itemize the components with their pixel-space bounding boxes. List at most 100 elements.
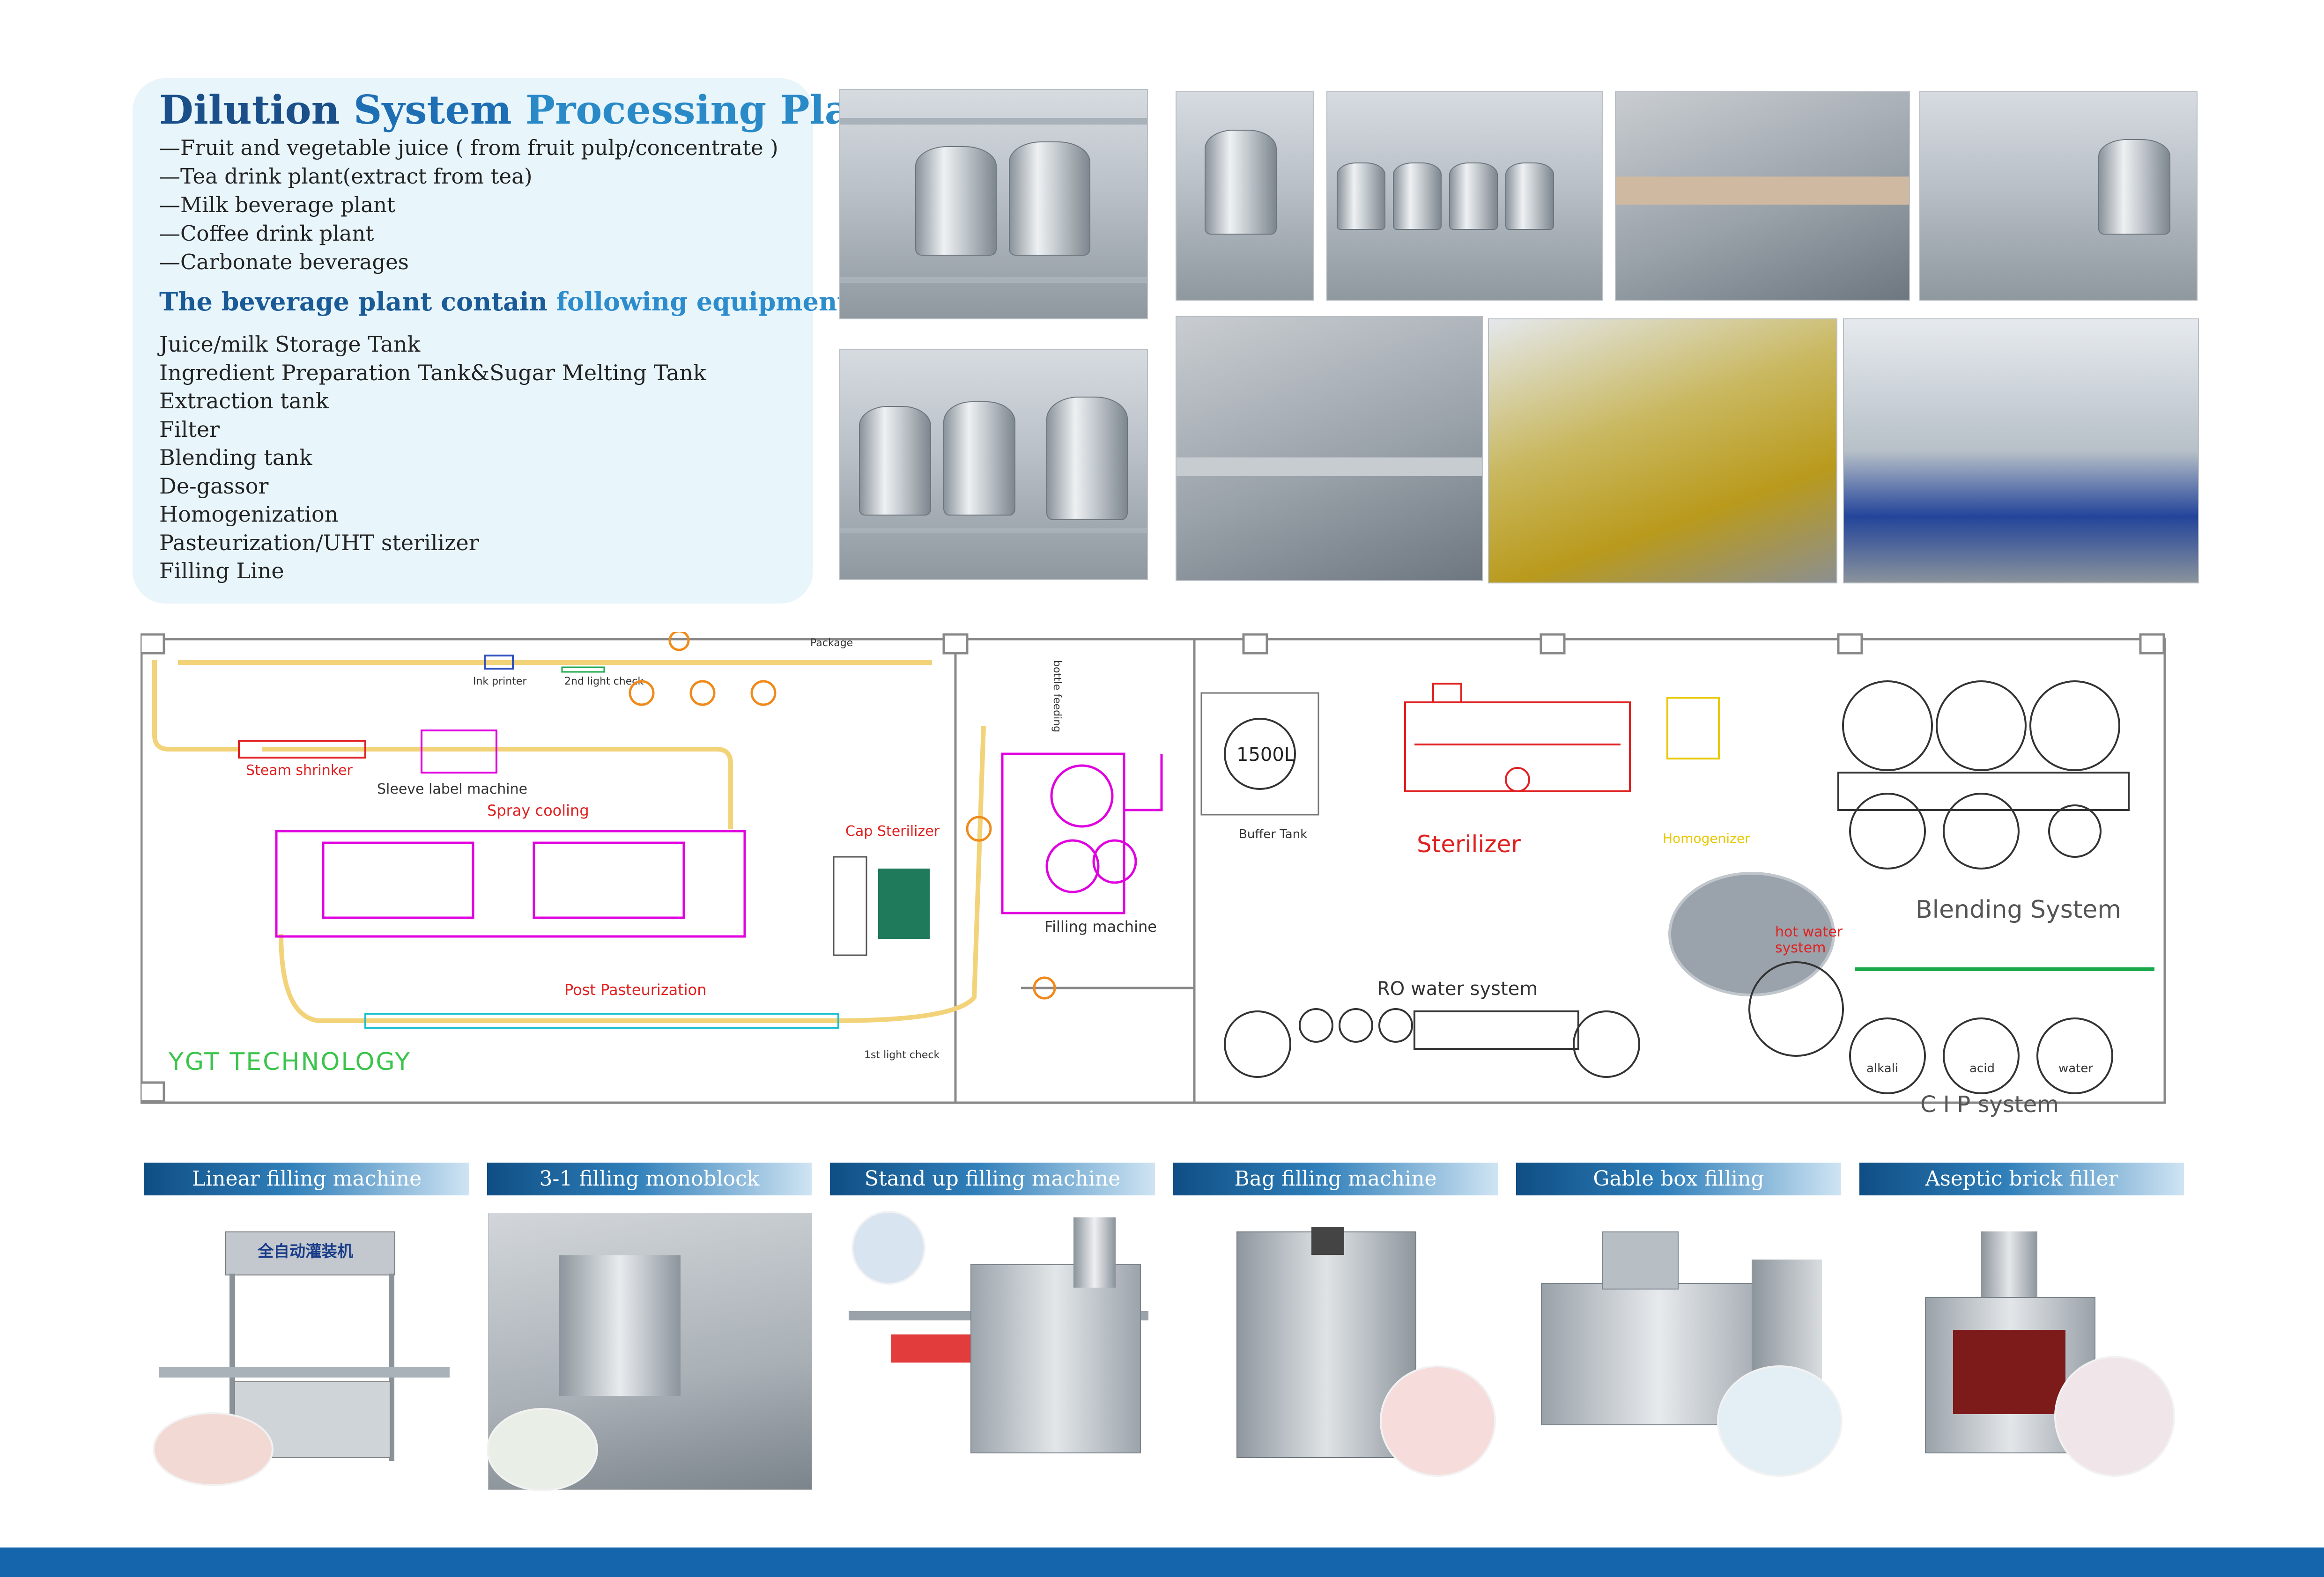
column [1837,633,1863,655]
cip-tanks [1748,961,2113,1094]
spray-cooling-unit [275,830,746,938]
machine-header-aseptic: Aseptic brick filler [1859,1163,2184,1195]
photo-storage-tanks [839,349,1148,580]
equipment-item: Pasteurization/UHT sterilizer [159,530,479,555]
sterilizer-label: Sterilizer [1417,831,1521,858]
buffer-tank [1224,718,1296,790]
application-item: —Carbonate beverages [159,250,409,274]
equipment-item: Juice/milk Storage Tank [159,332,421,357]
sachet-inset [1382,1367,1494,1475]
equipment-item: De-gassor [159,473,269,499]
column [2139,633,2165,655]
machine-header-gable: Gable box filling [1516,1163,1841,1195]
cap-sterilizer-rack [833,856,867,956]
product-bottles-inset [488,1410,596,1489]
machine-header-linear: Linear filling machine [144,1163,469,1195]
building-walls [141,633,2166,1104]
aseptic-brick-filler-icon [1873,1213,2173,1475]
brand-watermark: YGT TECHNOLOGY [168,1048,411,1076]
bottle-feeding-label: bottle feeding [1051,660,1063,732]
filling-machine-label: Filling machine [1044,918,1157,936]
post-pasteurizer [364,1013,839,1029]
application-item: —Milk beverage plant [159,192,396,217]
application-item: —Coffee drink plant [159,221,374,246]
equipment-item: Homogenization [159,501,339,527]
cip-acid-label: acid [1969,1061,1995,1076]
equipment-item: Ingredient Preparation Tank&Sugar Meltin… [159,360,706,385]
ro-water-label: RO water system [1377,978,1538,1000]
application-item: —Fruit and vegetable juice ( from fruit … [159,135,778,160]
package-stations [629,632,1056,1000]
second-light-check-label: 2nd light check [564,676,644,687]
light-check-sensor [561,666,605,673]
equipment-title: The beverage plant contain following equ… [159,287,858,317]
photo-single-tank [1176,91,1314,301]
brick-carton-inset [2056,1358,2173,1475]
carton-inset [1719,1367,1841,1475]
gable-box-filler-icon [1532,1213,1841,1475]
photo-filling-hall [1176,316,1483,581]
first-light-check-label: 1st light check [864,1049,940,1061]
equipment-title-highlight: following equipment: [556,287,859,317]
cip-water-label: water [2058,1061,2093,1076]
conveyor-upper [152,660,733,829]
application-item: —Tea drink plant(extract from tea) [159,164,533,189]
package-label: Package [810,637,853,649]
bag-filler-icon [1190,1213,1494,1475]
filling-machine [1001,752,1163,914]
title-word-1: Dilution [159,87,340,133]
steam-shrinker-label: Steam shrinker [246,762,353,779]
column [1242,633,1268,655]
photo-can-conveyor [1615,91,1910,301]
photo-processing-room [1919,91,2198,301]
intro-card [133,78,813,604]
machine-header-monoblock: 3-1 filling monoblock [487,1163,812,1195]
blending-tanks [1837,680,2130,870]
machine-brand-label: 全自动灌装机 [258,1242,353,1261]
title-word-3: Processing Plant [525,87,897,133]
photo-blue-conveyor [1843,318,2199,583]
applications-list: —Fruit and vegetable juice ( from fruit … [159,133,778,276]
homogenizer-label: Homogenizer [1663,831,1750,846]
ro-water-system [1224,1008,1640,1078]
footer-band [0,1548,2324,1577]
stand-up-pouch-filler-icon [849,1213,1148,1475]
equipment-title-start: The beverage plant contain [159,287,556,317]
photo-mixing-tanks [839,89,1148,319]
cip-alkali-label: alkali [1866,1061,1898,1076]
sterilizer-unit [1404,683,1631,792]
equipment-list: Juice/milk Storage Tank Ingredient Prepa… [159,330,706,585]
homogenizer [1666,697,1720,759]
machine-header-bag: Bag filling machine [1173,1163,1498,1195]
outer-wall [141,638,2166,1104]
equipment-item: Filling Line [159,558,284,583]
sleeve-label-label: Sleeve label machine [377,781,527,797]
title-word-2: System [353,87,512,133]
column [141,1081,165,1103]
photo-cans-in-water [1488,318,1837,583]
ink-printer-label: Ink printer [473,676,527,687]
cap-sterilizer [878,869,930,939]
equipment-item: Extraction tank [159,388,329,413]
tank-volume-label: 1500L [1236,744,1295,766]
linear-filler-icon: 全自动灌装机 [150,1213,459,1484]
steam-shrinker [238,740,366,759]
cip-system-label: C I P system [1920,1091,2059,1118]
blending-system-label: Blending System [1916,896,2121,924]
sleeve-label-machine [421,730,497,774]
product-jars-inset [155,1414,272,1484]
page-title: Dilution System Processing Plant [159,87,897,133]
machine-header-standup: Stand up filling machine [830,1163,1155,1195]
equipment-item: Filter [159,416,220,442]
monoblock-icon [488,1213,812,1490]
column [942,633,969,655]
spray-cooling-label: Spray cooling [487,802,589,819]
conveyor-line [152,660,986,1023]
photo-tank-line [1326,91,1603,301]
plant-layout-diagram: Ink printer 2nd light check Package Stea… [141,632,2166,1118]
buffer-tank-frame [1200,692,1319,816]
column [141,633,165,655]
equipment-item: Blending tank [159,445,312,470]
pouch-inset [853,1213,924,1283]
